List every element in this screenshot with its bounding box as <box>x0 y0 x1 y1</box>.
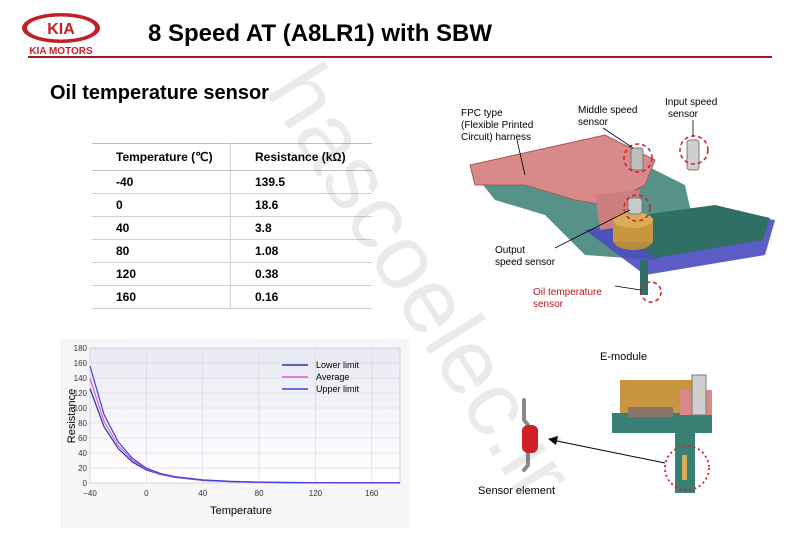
gridlines <box>89 347 400 484</box>
label-fpc-harness: FPC type (Flexible Printed Circuit) harn… <box>461 108 534 143</box>
cell-resistance: 139.5 <box>230 170 372 194</box>
cell-resistance: 0.16 <box>230 285 372 309</box>
valve-body-illustration <box>469 120 775 303</box>
y-tick-label: 60 <box>78 434 87 443</box>
x-tick-label: 0 <box>144 489 149 498</box>
y-tick-label: 40 <box>78 449 87 458</box>
y-axis-ticks: 0 20 40 60 80 100 120 140 160 180 <box>74 344 88 488</box>
y-tick-label: 80 <box>78 419 87 428</box>
cell-temperature: -40 <box>92 170 231 194</box>
cell-resistance: 3.8 <box>230 216 372 240</box>
sensor-layout-diagram: FPC type (Flexible Printed Circuit) harn… <box>455 90 790 315</box>
header-resistance: Resistance (kΩ) <box>230 143 372 171</box>
series-lines <box>89 365 400 484</box>
legend-label: Lower limit <box>316 360 360 370</box>
label-output-speed-sensor: Output speed sensor <box>495 245 556 268</box>
y-tick-label: 180 <box>74 344 88 353</box>
cell-resistance: 1.08 <box>230 239 372 263</box>
logo-wordmark: KIA <box>47 21 75 38</box>
page-title: 8 Speed AT (A8LR1) with SBW <box>148 20 493 47</box>
header-temperature: Temperature (℃) <box>92 143 231 171</box>
cell-temperature: 40 <box>92 216 231 240</box>
kia-logo: KIA KIA MOTORS <box>22 13 100 57</box>
y-tick-label: 20 <box>78 464 87 473</box>
cell-temperature: 0 <box>92 193 231 217</box>
y-tick-label: 120 <box>74 389 88 398</box>
cell-temperature: 80 <box>92 239 231 263</box>
cell-resistance: 18.6 <box>230 193 372 217</box>
x-tick-label: 120 <box>309 489 323 498</box>
legend-label: Upper limit <box>316 384 360 394</box>
plot-area <box>89 347 401 484</box>
x-tick-label: −40 <box>83 489 97 498</box>
y-tick-label: 0 <box>83 479 88 488</box>
title-divider <box>28 56 772 58</box>
x-axis-label: Temperature <box>210 505 272 517</box>
cell-temperature: 120 <box>92 262 231 286</box>
section-title: Oil temperature sensor <box>50 82 269 104</box>
y-axis-label: Resistance <box>66 389 78 443</box>
legend-label: Average <box>316 372 349 382</box>
cell-temperature: 160 <box>92 285 231 309</box>
e-module-diagram: E-module Sensor element <box>460 345 790 545</box>
x-tick-label: 40 <box>198 489 207 498</box>
e-module-illustration <box>522 374 712 493</box>
label-middle-speed-sensor: Middle speed sensor <box>578 105 638 128</box>
y-tick-label: 160 <box>74 359 88 368</box>
label-input-speed-sensor: Input speed sensor <box>665 97 718 120</box>
label-oil-temperature-sensor: Oil temperature sensor <box>533 287 602 310</box>
x-tick-label: 160 <box>365 489 379 498</box>
sensor-element-label: Sensor element <box>478 485 556 497</box>
table-header-row: Temperature (℃) Resistance (kΩ) <box>92 143 372 171</box>
series-line-upper-limit <box>89 365 400 484</box>
y-tick-label: 100 <box>74 404 88 413</box>
y-tick-label: 140 <box>74 374 88 383</box>
e-module-title: E-module <box>600 351 648 363</box>
x-axis-ticks: −40 0 40 80 120 160 <box>83 489 379 498</box>
cell-resistance: 0.38 <box>230 262 372 286</box>
logo-caption: KIA MOTORS <box>29 46 93 57</box>
x-tick-label: 80 <box>255 489 264 498</box>
